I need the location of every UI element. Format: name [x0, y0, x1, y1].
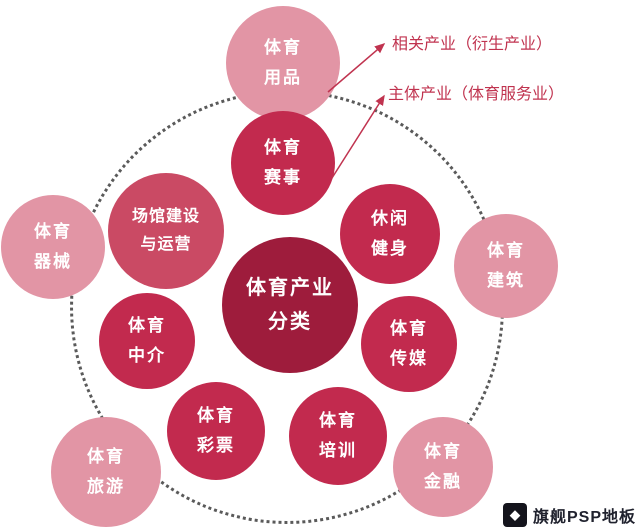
circle-label-line: 健身 — [371, 239, 409, 258]
circle-label-line: 旅游 — [87, 477, 125, 496]
circle-label-line: 场馆建设 — [131, 208, 200, 225]
circle-label-line: 彩票 — [197, 436, 235, 455]
circle-label-line: 体育 — [424, 442, 462, 462]
circle-label-line: 建筑 — [487, 271, 525, 290]
circle-label-line: 体育 — [87, 447, 125, 467]
inner-circle-leisure-fitness: 休闲 健身 — [340, 184, 440, 284]
circle-label-line: 体育 — [34, 222, 72, 242]
circle-label-line: 传媒 — [390, 349, 428, 368]
center-label-line: 体育产业 — [246, 277, 334, 299]
circle-label-line: 器械 — [34, 252, 72, 271]
outer-circle-sports-equipment: 体育 器械 — [1, 195, 105, 299]
circle-label-line: 体育 — [197, 406, 235, 426]
center-circle-sports-industry-classification: 体育产业 分类 — [222, 237, 358, 373]
brand-logo-icon: ◆ — [502, 503, 527, 527]
inner-circle-sports-lottery: 体育 彩票 — [167, 382, 265, 480]
circle-label-line: 体育 — [487, 241, 525, 261]
circle-label-line: 金融 — [424, 472, 462, 491]
watermark: ◆ 旗舰PSP地板 — [502, 503, 636, 527]
circle-label-line: 中介 — [128, 346, 166, 365]
inner-circle-sports-events: 体育 赛事 — [231, 111, 335, 215]
circle-label-line: 赛事 — [264, 168, 302, 187]
watermark-text: 旗舰PSP地板 — [532, 509, 636, 526]
inner-circle-venue-construction-operation: 场馆建设 与运营 — [108, 173, 224, 289]
outer-circle-sports-tourism: 体育 旅游 — [51, 417, 161, 527]
circle-label-line: 体育 — [128, 316, 166, 336]
outer-circle-sports-architecture: 体育 建筑 — [454, 214, 558, 318]
inner-circle-sports-agency: 体育 中介 — [99, 293, 195, 389]
inner-circle-sports-media: 体育 传媒 — [361, 296, 457, 392]
main-industry-annotation: 主体产业（体育服务业） — [388, 86, 565, 103]
circle-label-line: 休闲 — [371, 209, 409, 229]
circle-label-line: 培训 — [319, 441, 357, 460]
related-industry-annotation: 相关产业（衍生产业） — [392, 36, 553, 53]
circle-label-line: 体育 — [390, 319, 428, 339]
center-label-line: 分类 — [268, 311, 312, 333]
inner-circle-sports-training: 体育 培训 — [289, 387, 387, 485]
circle-label-line: 体育 — [319, 411, 357, 431]
circle-label-line: 用品 — [264, 68, 302, 87]
circle-label-line: 体育 — [264, 38, 302, 58]
circle-label-line: 与运营 — [140, 236, 192, 253]
circle-label-line: 体育 — [264, 138, 302, 158]
outer-circle-sporting-goods: 体育 用品 — [226, 6, 340, 120]
outer-circle-sports-finance: 体育 金融 — [393, 417, 493, 517]
